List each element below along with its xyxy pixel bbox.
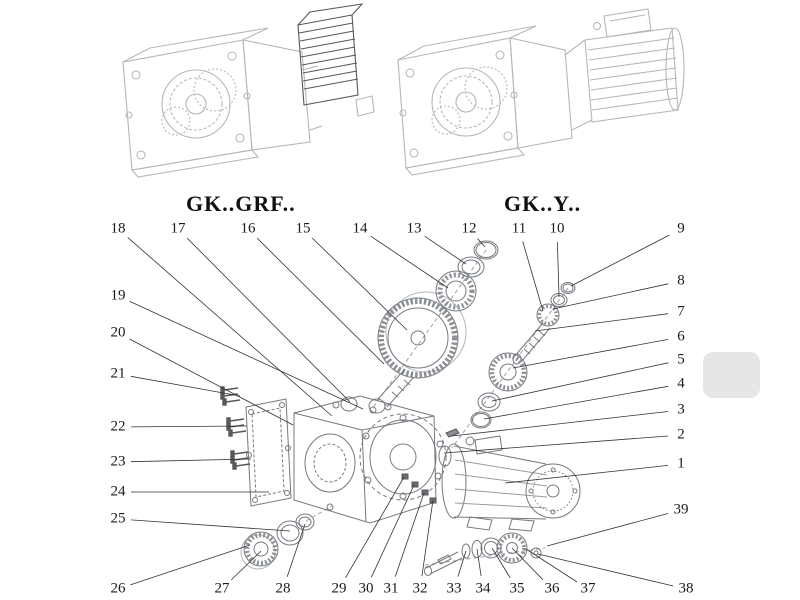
- callout-30-label: 30: [358, 580, 374, 597]
- callout-2-label: 2: [677, 426, 685, 443]
- callout-36-label: 36: [544, 580, 560, 597]
- callout-22-label: 22: [110, 418, 126, 435]
- leader-line-8: [552, 283, 669, 310]
- callout-27-label: 27: [214, 580, 230, 597]
- callout-29-label: 29: [331, 580, 347, 597]
- callout-4-label: 4: [677, 375, 685, 392]
- callout-6-label: 6: [677, 328, 685, 345]
- leader-line-30: [371, 484, 415, 578]
- callout-28-label: 28: [275, 580, 291, 597]
- coupling-fasteners: [401, 428, 460, 504]
- callout-39-label: 39: [673, 501, 689, 518]
- callout-33-label: 33: [446, 580, 462, 597]
- leader-line-6: [512, 339, 669, 369]
- callout-3-label: 3: [677, 401, 685, 418]
- leader-line-2: [443, 435, 669, 454]
- leader-line-11: [522, 241, 544, 312]
- leader-line-33: [457, 550, 467, 577]
- leader-line-20: [129, 338, 294, 426]
- leader-line-14: [370, 235, 449, 289]
- input-pinion-stack: [470, 282, 576, 429]
- callout-31-label: 31: [383, 580, 399, 597]
- leader-line-25: [130, 519, 291, 532]
- callout-17-label: 17: [170, 220, 186, 237]
- flange-bolts: [220, 386, 251, 470]
- upper-bearing-stack: [435, 240, 499, 312]
- leader-line-17: [186, 237, 351, 403]
- leader-line-37: [525, 548, 578, 583]
- gearbox-drawing-y: [397, 8, 685, 176]
- leader-line-19: [129, 301, 364, 410]
- output-seal-rings: [240, 513, 315, 570]
- leader-line-23: [130, 458, 252, 463]
- leader-line-1: [504, 465, 669, 484]
- leader-line-13: [424, 235, 467, 265]
- gear-housing: [293, 395, 447, 524]
- leader-line-38: [537, 553, 674, 587]
- input-shaft-assembly: [424, 532, 542, 576]
- leader-line-10: [557, 241, 560, 298]
- callout-8-label: 8: [677, 272, 685, 289]
- leader-line-22: [130, 425, 248, 428]
- callout-21-label: 21: [110, 365, 126, 382]
- leader-line-34: [476, 548, 482, 577]
- callout-7-label: 7: [677, 303, 685, 320]
- leader-line-18: [127, 237, 333, 417]
- mounting-flange-plate: [245, 398, 292, 507]
- leader-line-31: [394, 492, 425, 577]
- leader-line-36: [511, 547, 544, 580]
- callout-18-label: 18: [110, 220, 126, 237]
- callout-11-label: 11: [511, 220, 527, 237]
- callout-15-label: 15: [295, 220, 311, 237]
- callout-25-label: 25: [110, 510, 126, 527]
- leader-line-4: [483, 385, 669, 420]
- motor: [438, 435, 581, 532]
- leader-line-3: [451, 411, 669, 437]
- callout-19-label: 19: [110, 287, 126, 304]
- leader-line-28: [286, 523, 306, 577]
- leader-line-26: [130, 544, 251, 586]
- callout-13-label: 13: [406, 220, 422, 237]
- leader-line-27: [231, 550, 262, 581]
- leader-line-39: [546, 513, 669, 547]
- callout-23-label: 23: [110, 453, 126, 470]
- big-gear-and-shaft: [340, 291, 467, 414]
- leader-line-32: [421, 499, 434, 577]
- callout-16-label: 16: [240, 220, 256, 237]
- leader-line-9: [570, 234, 670, 287]
- leader-line-35: [491, 547, 511, 579]
- callout-24-label: 24: [110, 483, 126, 500]
- leader-line-12: [477, 238, 486, 248]
- watermark-blob: [703, 352, 760, 398]
- callout-1-label: 1: [677, 455, 685, 472]
- leader-line-21: [130, 375, 241, 397]
- leader-line-16: [256, 237, 385, 365]
- leader-line-7: [534, 313, 669, 332]
- leader-line-29: [345, 476, 405, 579]
- callout-9-label: 9: [677, 220, 685, 237]
- callout-35-label: 35: [509, 580, 525, 597]
- motor-drawing: [584, 8, 685, 123]
- callout-37-label: 37: [580, 580, 596, 597]
- callout-10-label: 10: [549, 220, 565, 237]
- callout-34-label: 34: [475, 580, 491, 597]
- callout-5-label: 5: [677, 351, 685, 368]
- exploded-view-drawing: [220, 240, 581, 576]
- gearbox-drawing-grf: [122, 3, 375, 178]
- variant-title-y: GK..Y..: [504, 191, 582, 216]
- leader-line-15: [312, 237, 408, 331]
- callout-14-label: 14: [352, 220, 368, 237]
- callout-26-label: 26: [110, 580, 126, 597]
- variant-title-grf: GK..GRF..: [186, 191, 296, 216]
- callout-12-label: 12: [461, 220, 477, 237]
- callout-32-label: 32: [412, 580, 428, 597]
- callout-20-label: 20: [110, 324, 126, 341]
- callout-38-label: 38: [678, 580, 694, 597]
- leader-line-5: [491, 362, 669, 402]
